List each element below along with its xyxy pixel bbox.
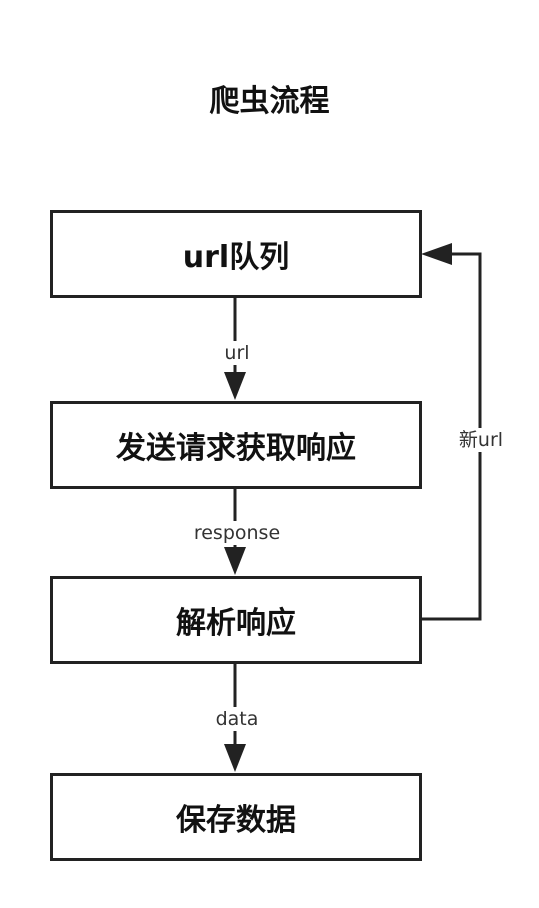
- node-send-request: 发送请求获取响应: [50, 401, 422, 489]
- node-save-data-label: 保存数据: [176, 803, 296, 838]
- diagram-title: 爬虫流程: [209, 84, 330, 119]
- arrowhead-parse-to-queue-icon: [421, 243, 452, 265]
- edge-label-data: data: [203, 707, 271, 731]
- arrowhead-queue-to-request-icon: [224, 372, 246, 400]
- node-save-data: 保存数据: [50, 773, 422, 861]
- edge-label-new-url: 新url: [442, 428, 520, 452]
- node-url-queue-label: url队列: [182, 240, 290, 275]
- edge-label-response: response: [172, 521, 302, 545]
- arrowhead-parse-to-save-icon: [224, 744, 246, 772]
- node-send-request-label: 发送请求获取响应: [116, 431, 356, 466]
- edge-label-url: url: [208, 341, 266, 365]
- arrowhead-request-to-parse-icon: [224, 547, 246, 575]
- node-parse-response: 解析响应: [50, 576, 422, 664]
- node-parse-response-label: 解析响应: [176, 606, 296, 641]
- node-url-queue: url队列: [50, 210, 422, 298]
